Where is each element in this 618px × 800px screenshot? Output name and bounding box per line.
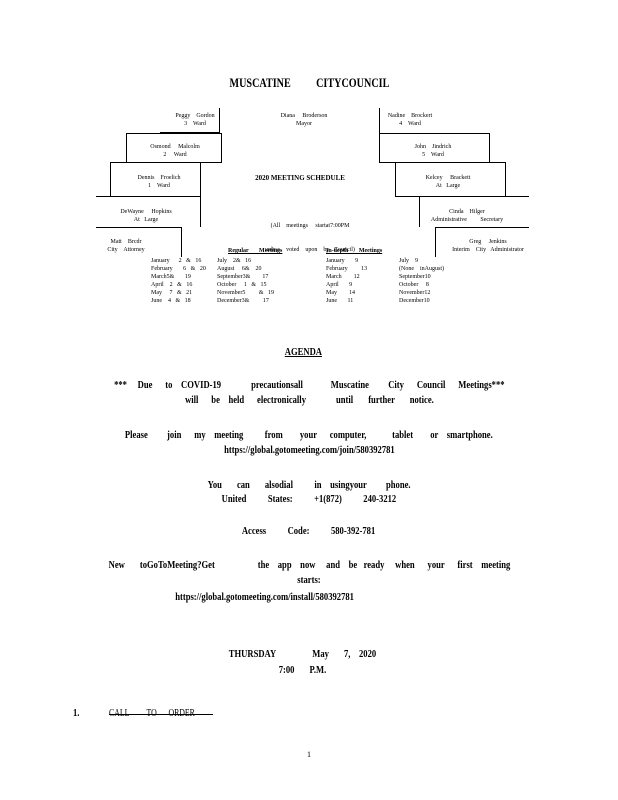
agenda-heading: AGENDA	[284, 346, 323, 358]
covid-notice-line1: *** Due to COVID-19 precautionsall Musca…	[113, 379, 505, 391]
schedule-col-indepth-1: January 9 February 13 March 12 April 9 M…	[326, 258, 368, 304]
schedule-col-indepth-2: July 9 (None inAugust) September10 Octob…	[399, 258, 444, 304]
agenda-item-call-to-order: CALL TO ORDER	[109, 707, 195, 721]
schedule-title: 2020 MEETING SCHEDULE	[255, 174, 345, 182]
join-instructions: Please join my meeting from your compute…	[125, 429, 493, 441]
new-user-instructions: New toGoToMeeting?Get the app now and be…	[108, 559, 510, 571]
agenda-item-underline	[109, 714, 213, 715]
join-meeting-link[interactable]: https://global.gotomeeting.com/join/5803…	[223, 444, 395, 456]
covid-notice-line2: will be held electronically until furthe…	[184, 394, 434, 406]
meeting-date: THURSDAY May 7, 2020	[228, 648, 377, 660]
phone-number: United States: +1(872) 240-3212	[221, 493, 397, 505]
page-title: MUSCATINE CITYCOUNCIL	[229, 75, 389, 90]
meeting-time: 7:00 P.M.	[278, 664, 327, 676]
schedule-col-regular-1: January 2 & 16 February 6 & 20 March5& 1…	[151, 258, 206, 304]
new-user-instructions-cont: starts:	[297, 574, 321, 586]
access-code: Access Code: 580-392-781	[242, 525, 376, 537]
dial-in-instructions: You can alsodial in usingyour phone.	[207, 479, 411, 491]
regular-meetings-header: Regular Meetings	[228, 248, 283, 254]
indepth-meetings-header: In-depth Meetings	[326, 248, 383, 254]
schedule-col-regular-2: July 2& 16 August 6& 20 September3& 17 O…	[217, 258, 274, 304]
page-number: 1	[307, 750, 311, 759]
agenda-item-number: 1.	[73, 707, 80, 719]
schedule-note: (All meetings startat7:00PM unless voted…	[265, 223, 355, 253]
install-link[interactable]: https://global.gotomeeting.com/install/5…	[175, 591, 355, 603]
